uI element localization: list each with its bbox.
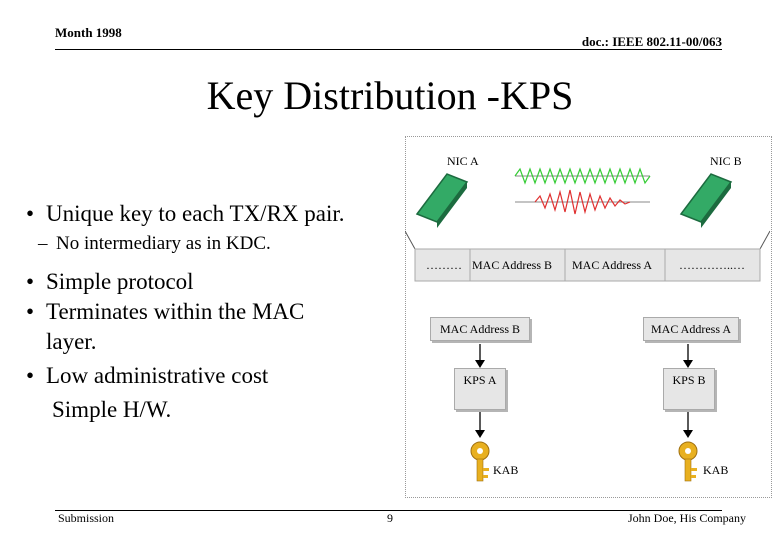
key-left-label: KAB	[493, 463, 519, 477]
nic-b-label: NIC B	[710, 154, 742, 168]
header-doc-id: doc.: IEEE 802.11-00/063	[581, 34, 722, 49]
kps-diagram-graphics	[405, 167, 770, 482]
bullet-item: Unique key to each TX/RX pair.	[26, 199, 406, 229]
bullet-list: Unique key to each TX/RX pair. No interm…	[26, 199, 406, 425]
bullet-item: Simple protocol	[26, 267, 406, 297]
nic-b-card-edge	[701, 182, 731, 228]
bullet-item: Terminates within the MAC layer.	[26, 297, 356, 357]
kps-diagram	[405, 136, 772, 498]
bullet-text: Unique key to each TX/RX pair.	[46, 201, 345, 226]
arrow-right-upper-head	[683, 360, 693, 368]
header-rule	[55, 49, 722, 50]
sub-bullet-text: No intermediary as in KDC.	[56, 233, 271, 254]
bullet-continuation: Simple H/W.	[52, 397, 172, 422]
mac-address-a-box: MAC Address A	[643, 317, 739, 341]
bullet-text: Terminates within the MAC layer.	[46, 299, 305, 354]
kps-a-box: KPS A	[454, 368, 506, 410]
frame-field-dots-left: ………	[426, 258, 462, 272]
footer-submission: Submission	[58, 511, 115, 525]
mac-frame-bar	[414, 248, 761, 282]
footer-page-number: 9	[387, 511, 393, 525]
arrow-left-upper-head	[475, 360, 485, 368]
bullet-text: Simple protocol	[46, 269, 194, 294]
key-left-icon	[470, 441, 490, 482]
frame-connector-left	[405, 230, 416, 250]
sub-bullet-item: No intermediary as in KDC.	[26, 233, 406, 255]
footer-author: John Doe, His Company	[628, 511, 746, 525]
header-date: Month 1998	[55, 25, 122, 40]
bullet-item: Low administrative cost	[26, 361, 406, 391]
nic-a-card-edge	[437, 182, 467, 228]
red-wave	[534, 189, 631, 215]
nic-a-label: NIC A	[447, 154, 479, 168]
arrow-left-lower-head	[475, 430, 485, 438]
frame-field-mac-b: MAC Address B	[472, 258, 553, 272]
frame-field-dots-right: …………..…	[679, 258, 745, 272]
key-right-icon	[678, 441, 698, 482]
frame-connector-right	[759, 230, 770, 250]
mac-address-b-box: MAC Address B	[430, 317, 530, 341]
arrow-right-lower-head	[683, 430, 693, 438]
frame-field-mac-a: MAC Address A	[572, 258, 653, 272]
footer-rule	[55, 510, 722, 511]
green-wave	[514, 167, 651, 185]
bullet-text: Low administrative cost	[46, 363, 269, 388]
kps-b-box: KPS B	[663, 368, 715, 410]
key-right-label: KAB	[703, 463, 729, 477]
slide-title: Key Distribution -KPS	[206, 73, 574, 118]
